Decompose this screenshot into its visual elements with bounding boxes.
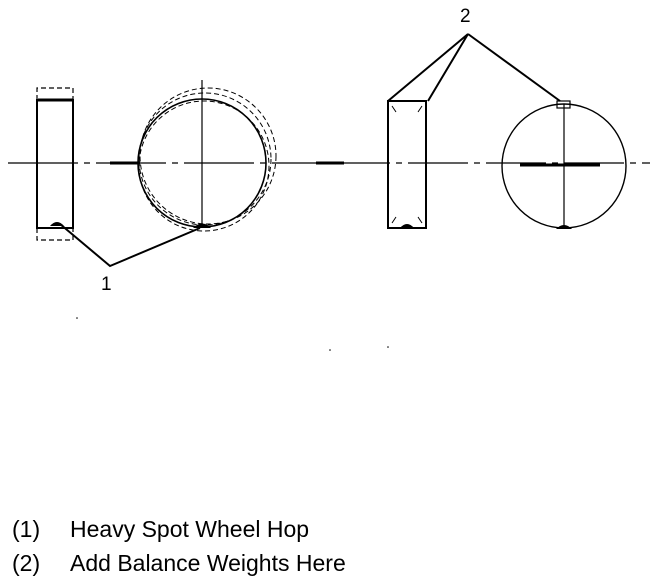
legend-item: (1) Heavy Spot Wheel Hop	[12, 512, 346, 546]
speck-1	[76, 317, 78, 319]
callout-2-label: 2	[460, 6, 471, 27]
legend-number: (1)	[12, 516, 41, 542]
wheel-face-view-balanced	[501, 100, 627, 229]
wheel-side-view-balanced	[387, 100, 427, 229]
speck-2	[329, 349, 331, 351]
legend-text: Add Balance Weights Here	[70, 550, 346, 576]
speck-3	[387, 346, 389, 348]
callout-2-leader-b	[467, 33, 561, 102]
callout-2-leader-a	[387, 33, 469, 102]
legend: (1) Heavy Spot Wheel Hop (2) Add Balance W…	[12, 512, 346, 580]
wheel-face-view-hop	[137, 80, 277, 232]
legend-item: (2) Add Balance Weights Here	[12, 546, 346, 580]
wheel-balance-diagram: 1 2	[8, 6, 650, 351]
wheel-side-view-hop	[36, 87, 74, 241]
callout-1-leader	[59, 223, 201, 268]
legend-number: (2)	[12, 550, 41, 576]
callout-1-label: 1	[101, 274, 112, 295]
legend-text: Heavy Spot Wheel Hop	[70, 516, 310, 542]
balance-weight-marker	[556, 100, 571, 109]
